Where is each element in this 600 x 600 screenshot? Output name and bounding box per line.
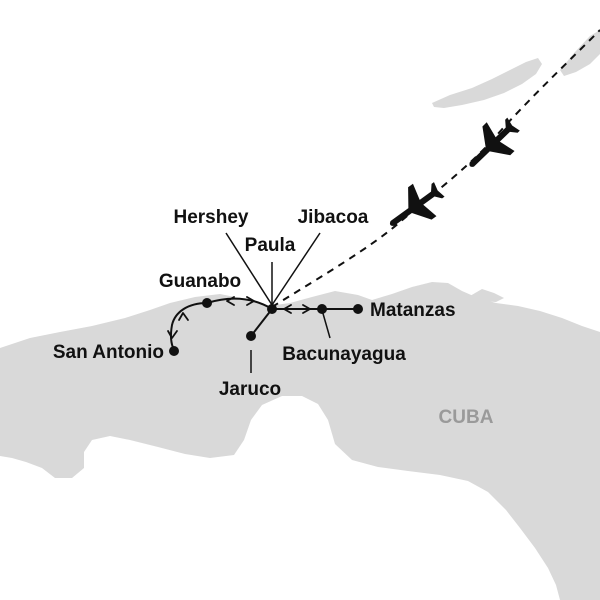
airplane-icon [469, 117, 520, 167]
leader-hershey [225, 232, 273, 306]
place-label-hershey: Hershey [174, 207, 249, 228]
leader-bacunayagua [321, 309, 331, 339]
label-leaders [225, 232, 331, 373]
place-label-jibacoa: Jibacoa [298, 207, 369, 228]
place-label-paula: Paula [245, 235, 296, 256]
stop-markers [169, 298, 363, 356]
arrow-left-icon [226, 296, 235, 306]
leader-jibacoa [271, 232, 321, 306]
stop-marker-san-antonio [169, 346, 179, 356]
route-segment-guanabo-paula [206, 297, 273, 310]
place-label-matanzas: Matanzas [370, 300, 456, 321]
land-layer [0, 30, 600, 600]
cuba-landmass [0, 282, 600, 600]
ground-route [169, 297, 358, 351]
country-label-cuba: CUBA [439, 407, 494, 428]
place-label-bacunayagua: Bacunayagua [282, 344, 406, 365]
arrow-up-icon [178, 312, 189, 321]
airplane-icon [389, 182, 445, 226]
stop-marker-guanabo [202, 298, 212, 308]
stop-marker-jaruco [246, 331, 256, 341]
direction-arrows [167, 296, 311, 339]
islet-east [560, 30, 600, 76]
stop-marker-bacunayagua [317, 304, 327, 314]
route-segment-paula-jaruco [250, 308, 273, 337]
place-label-san-antonio: San Antonio [53, 342, 164, 363]
stop-marker-matanzas [353, 304, 363, 314]
place-labels: Hershey Jibacoa Paula Guanabo Matanzas S… [53, 207, 494, 428]
route-segment-guanabo-san-antonio [169, 302, 208, 351]
stop-marker-paula [267, 304, 277, 314]
place-label-guanabo: Guanabo [159, 271, 241, 292]
arrow-left-icon [283, 304, 292, 314]
arrow-right-icon [246, 296, 255, 306]
islet-north [432, 58, 542, 108]
islet-coast [470, 289, 504, 302]
arrow-right-icon [302, 304, 311, 314]
flight-path [271, 29, 600, 308]
arrow-down-icon [167, 330, 178, 339]
place-label-jaruco: Jaruco [219, 379, 281, 400]
